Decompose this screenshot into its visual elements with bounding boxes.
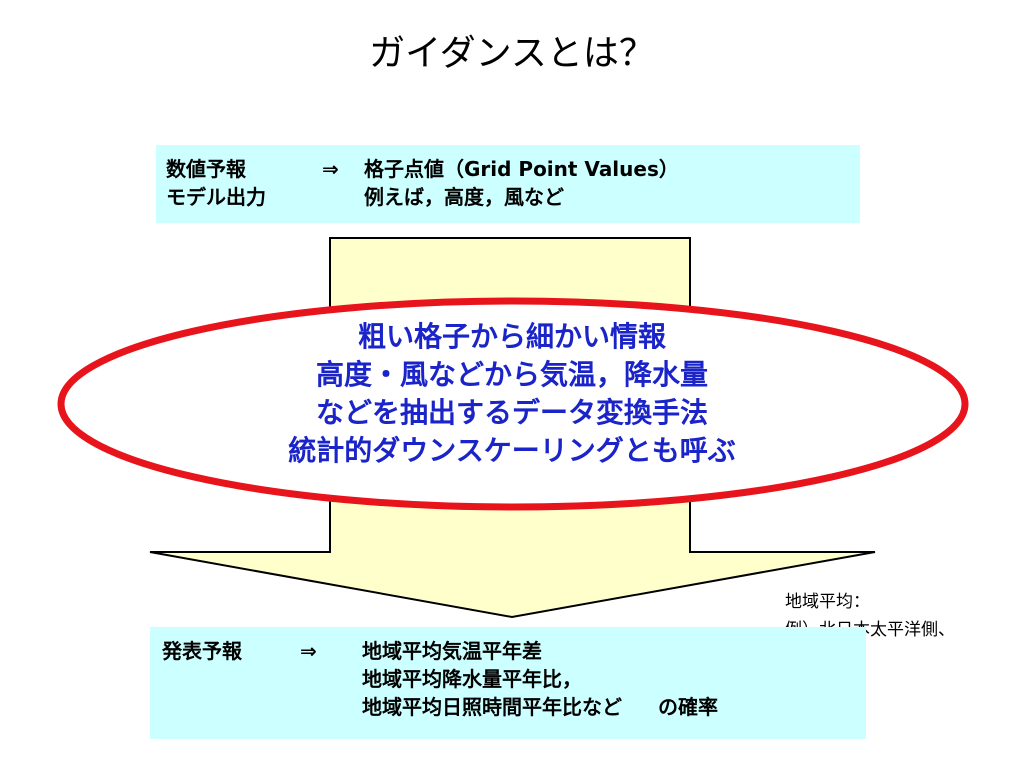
note-line-1: 地域平均：: [785, 592, 870, 612]
top-box-row-1: 数値予報 ⇒ 格子点値（Grid Point Values）: [166, 155, 860, 183]
sunshine-ratio-text: 地域平均日照時間平年比など: [362, 695, 622, 719]
ellipse-line-4: 統計的ダウンスケーリングとも呼ぶ: [288, 434, 736, 467]
numerical-forecast-box: 数値予報 ⇒ 格子点値（Grid Point Values） モデル出力 例えば…: [156, 145, 860, 223]
top-box-row-2: モデル出力 例えば，高度，風など: [166, 183, 860, 211]
ellipse-text: 粗い格子から細かい情報 高度・風などから気温，降水量 などを抽出するデータ変換手…: [180, 318, 844, 470]
grid-point-values-text: 格子点値（Grid Point Values）: [364, 157, 679, 181]
numerical-forecast-label: 数値予報: [166, 157, 246, 181]
ellipse-line-2: 高度・風などから気温，降水量: [315, 358, 708, 391]
issued-forecast-box: 発表予報 ⇒ 地域平均気温平年差 地域平均降水量平年比， 地域平均日照時間平年比…: [150, 627, 866, 739]
bottom-box-row-2: 地域平均降水量平年比，: [162, 665, 866, 693]
ellipse-outline: [57, 297, 969, 511]
examples-text: 例えば，高度，風など: [364, 185, 564, 209]
sunshine-ratio-line: 地域平均日照時間平年比など の確率: [362, 693, 718, 721]
bottom-box-row-3: 地域平均日照時間平年比など の確率: [162, 693, 866, 721]
issued-forecast-label: 発表予報: [162, 639, 242, 663]
temperature-anomaly-text: 地域平均気温平年差: [362, 639, 542, 663]
ellipse-line-1: 粗い格子から細かい情報: [357, 320, 666, 353]
model-output-label: モデル出力: [166, 185, 266, 209]
slide-title: ガイダンスとは？: [369, 33, 655, 74]
ellipse-line-3: などを抽出するデータ変換手法: [315, 396, 708, 429]
precipitation-ratio-text: 地域平均降水量平年比，: [362, 667, 582, 691]
bottom-box-row-1: 発表予報 ⇒ 地域平均気温平年差: [162, 637, 866, 665]
right-arrow-icon: ⇒: [322, 157, 339, 181]
probability-suffix: の確率: [658, 695, 718, 719]
right-arrow-icon: ⇒: [300, 639, 317, 663]
